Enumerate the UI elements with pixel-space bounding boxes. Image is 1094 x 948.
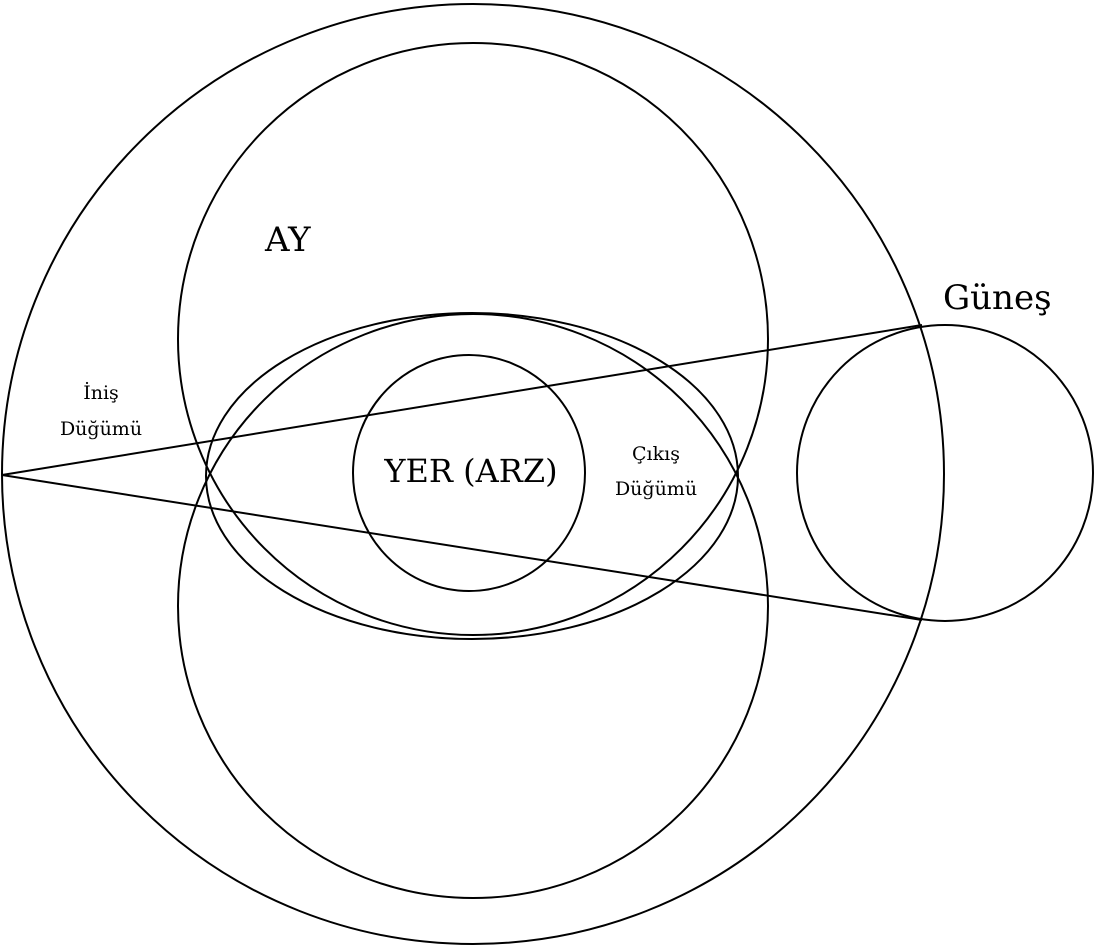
cone-upper-line <box>1 324 923 476</box>
moon-label: AY <box>264 220 311 260</box>
middle-orbit-circle <box>205 312 739 640</box>
descending-node-label-line2: Düğümü <box>60 418 142 440</box>
descending-node-label-line1: İniş <box>83 381 119 404</box>
sun-label: Güneş <box>943 278 1052 318</box>
moon-upper-circle <box>177 42 769 636</box>
ascending-node-label-line1: Çıkış <box>632 443 680 465</box>
earth-label: YER (ARZ) <box>383 452 557 490</box>
ascending-node-label-line2: Düğümü <box>615 478 697 500</box>
moon-lower-circle <box>177 313 769 899</box>
sun-circle <box>796 324 1094 622</box>
earth-circle <box>352 354 586 592</box>
cone-lower-line <box>1 474 923 621</box>
